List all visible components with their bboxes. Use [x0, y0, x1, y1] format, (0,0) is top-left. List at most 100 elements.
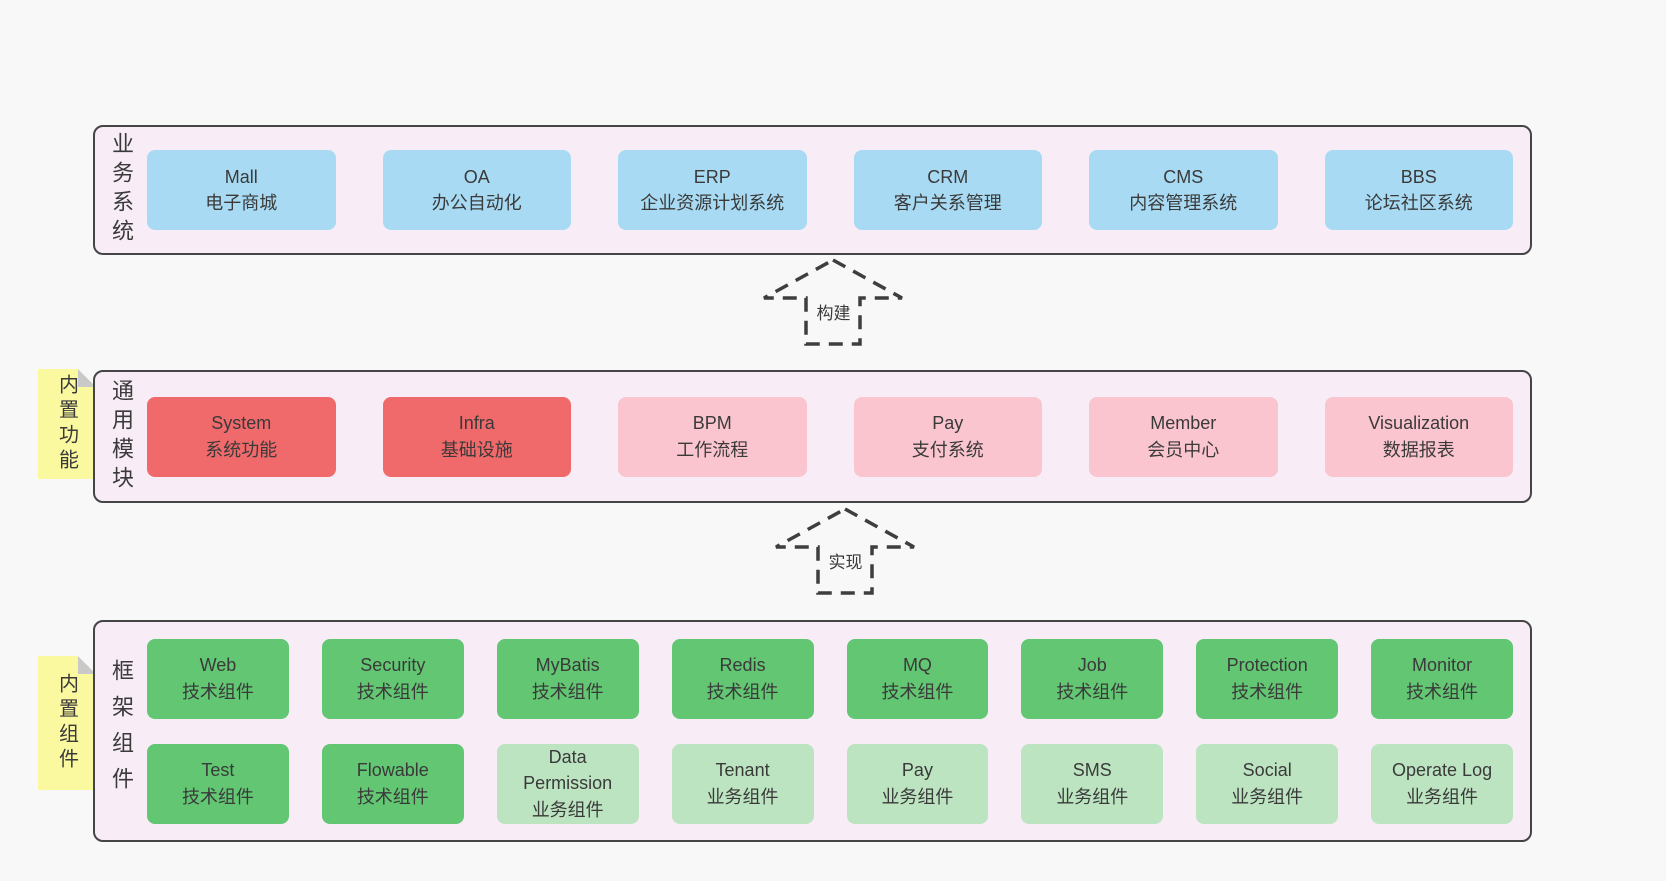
- framework-box-row-2: Test 技术组件 Flowable 技术组件 Data Permission …: [147, 743, 1513, 824]
- business-box-row: Mall 电子商城 OA 办公自动化 ERP 企业资源计划系统 CRM 客户关系…: [147, 150, 1513, 230]
- box-name: Monitor: [1412, 655, 1473, 676]
- box-desc: 技术组件: [881, 681, 954, 702]
- box-desc: 技术组件: [356, 681, 429, 702]
- box-name: BPM: [692, 413, 732, 434]
- box-name: Visualization: [1368, 413, 1470, 434]
- box-desc: 业务组件: [531, 799, 604, 820]
- box-desc: 基础设施: [440, 439, 513, 460]
- box-desc: 数据报表: [1382, 439, 1455, 460]
- box-infra: Infra 基础设施: [382, 396, 571, 477]
- builtin-functions-note: 内置功能: [38, 369, 96, 479]
- common-modules-layer: 通用模块 System 系统功能 Infra 基础设施 BPM 工作流程: [93, 370, 1532, 503]
- dashed-up-arrow-icon: [763, 258, 903, 346]
- box-desc: 技术组件: [1056, 681, 1129, 702]
- box-web: Web 技术组件: [147, 638, 289, 719]
- box-name: CMS: [1163, 166, 1204, 187]
- implement-arrow: 实现: [768, 506, 923, 596]
- box-name: Data Permission: [523, 747, 613, 794]
- modules-box-row: System 系统功能 Infra 基础设施 BPM 工作流程 Pay 支付系统: [147, 396, 1513, 477]
- box-name: Flowable: [356, 760, 429, 781]
- box-redis: Redis 技术组件: [671, 638, 814, 719]
- modules-boxes-area: System 系统功能 Infra 基础设施 BPM 工作流程 Pay 支付系统: [147, 396, 1530, 477]
- box-desc: 技术组件: [356, 786, 429, 807]
- box-desc: 办公自动化: [431, 193, 522, 213]
- builtin-components-note: 内置组件: [38, 656, 96, 790]
- box-cms: CMS 内容管理系统: [1089, 150, 1278, 230]
- box-monitor: Monitor 技术组件: [1371, 638, 1513, 719]
- business-systems-layer: 业务系统 Mall 电子商城 OA 办公自动化 ERP 企业资源计划系统: [93, 125, 1532, 255]
- box-protection: Protection 技术组件: [1196, 638, 1339, 719]
- implement-arrow-label: 实现: [825, 548, 866, 573]
- framework-box-row-1: Web 技术组件 Security 技术组件 MyBatis 技术组件 Redi…: [147, 638, 1513, 719]
- box-name: SMS: [1072, 760, 1112, 781]
- box-desc: 论坛社区系统: [1364, 193, 1473, 213]
- box-operate-log: Operate Log 业务组件: [1371, 743, 1513, 824]
- box-name: Social: [1242, 760, 1292, 781]
- box-desc: 业务组件: [1406, 786, 1479, 807]
- business-boxes-area: Mall 电子商城 OA 办公自动化 ERP 企业资源计划系统 CRM 客户关系…: [147, 150, 1530, 230]
- box-desc: 技术组件: [181, 681, 254, 702]
- box-name: Pay: [932, 413, 964, 434]
- framework-components-layer: 框架组件 Web 技术组件 Security 技术组件 MyBatis 技术组件: [93, 620, 1532, 842]
- box-name: Tenant: [715, 760, 770, 781]
- box-member: Member 会员中心: [1089, 396, 1278, 477]
- box-bpm: BPM 工作流程: [618, 396, 807, 477]
- box-flowable: Flowable 技术组件: [321, 743, 464, 824]
- box-name: MQ: [902, 655, 932, 676]
- note-text: 内置功能: [55, 374, 78, 474]
- box-mybatis: MyBatis 技术组件: [496, 638, 639, 719]
- box-erp: ERP 企业资源计划系统: [618, 150, 807, 230]
- box-desc: 技术组件: [706, 681, 779, 702]
- box-name: System: [211, 413, 272, 434]
- box-name: Redis: [719, 655, 766, 676]
- box-desc: 业务组件: [706, 786, 779, 807]
- modules-layer-label: 通用模块: [109, 378, 134, 495]
- box-desc: 业务组件: [1056, 786, 1129, 807]
- box-data-permission: Data Permission 业务组件: [496, 743, 639, 824]
- framework-layer-label: 框架组件: [109, 659, 134, 803]
- box-pay: Pay 支付系统: [853, 396, 1042, 477]
- box-desc: 技术组件: [1231, 681, 1304, 702]
- box-tenant: Tenant 业务组件: [671, 743, 814, 824]
- box-test: Test 技术组件: [147, 743, 289, 824]
- framework-boxes-area: Web 技术组件 Security 技术组件 MyBatis 技术组件 Redi…: [147, 638, 1530, 824]
- build-arrow: 构建: [756, 257, 911, 347]
- box-desc: 技术组件: [1406, 681, 1479, 702]
- box-desc: 业务组件: [881, 786, 954, 807]
- box-name: Member: [1150, 413, 1217, 434]
- box-oa: OA 办公自动化: [382, 150, 571, 230]
- box-system: System 系统功能: [147, 396, 336, 477]
- box-social: Social 业务组件: [1196, 743, 1339, 824]
- box-name: Job: [1077, 655, 1107, 676]
- box-name: OA: [463, 166, 490, 187]
- box-pay: Pay 业务组件: [846, 743, 989, 824]
- note-text: 内置组件: [55, 673, 78, 773]
- box-desc: 技术组件: [181, 786, 254, 807]
- box-name: Protection: [1226, 655, 1308, 676]
- box-name: BBS: [1400, 166, 1437, 187]
- box-name: Web: [199, 655, 237, 676]
- box-crm: CRM 客户关系管理: [853, 150, 1042, 230]
- box-desc: 内容管理系统: [1129, 193, 1238, 213]
- box-name: Security: [360, 655, 426, 676]
- box-mall: Mall 电子商城: [147, 150, 336, 230]
- box-name: Mall: [224, 166, 258, 187]
- box-name: Infra: [458, 413, 495, 434]
- box-visualization: Visualization 数据报表: [1324, 396, 1513, 477]
- box-desc: 工作流程: [676, 439, 749, 460]
- box-mq: MQ 技术组件: [846, 638, 989, 719]
- box-job: Job 技术组件: [1021, 638, 1164, 719]
- box-desc: 支付系统: [911, 439, 984, 460]
- build-arrow-label: 构建: [813, 299, 854, 324]
- box-name: CRM: [927, 166, 969, 187]
- box-name: Test: [201, 760, 235, 781]
- box-desc: 电子商城: [205, 193, 278, 213]
- box-bbs: BBS 论坛社区系统: [1324, 150, 1513, 230]
- box-desc: 系统功能: [205, 439, 278, 460]
- box-name: Pay: [901, 760, 933, 781]
- box-desc: 客户关系管理: [893, 193, 1002, 213]
- box-desc: 业务组件: [1231, 786, 1304, 807]
- box-name: MyBatis: [535, 655, 600, 676]
- box-desc: 技术组件: [531, 681, 604, 702]
- box-name: Operate Log: [1392, 760, 1493, 781]
